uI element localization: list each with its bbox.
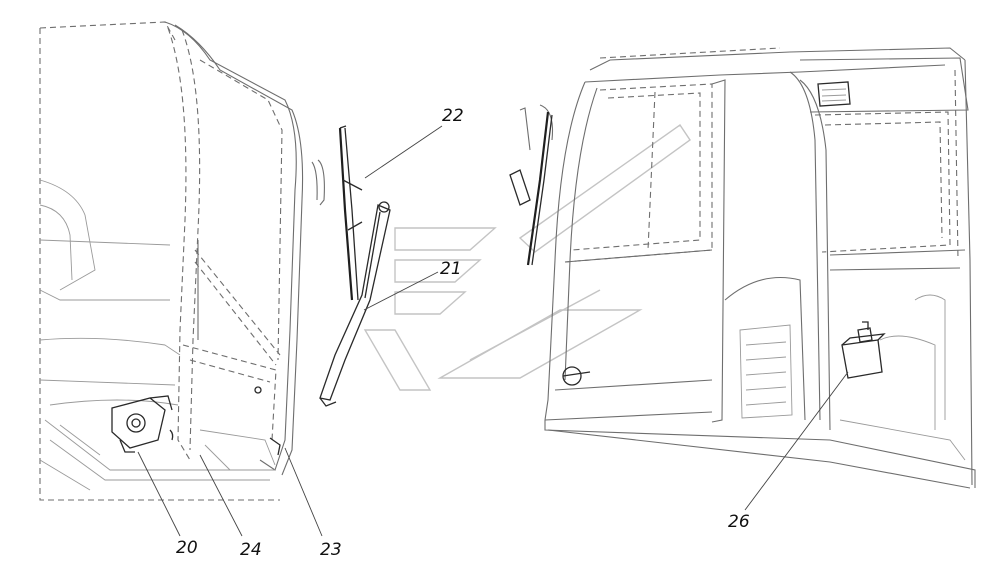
callout-20: 20 [176, 538, 198, 558]
callout-23: 23 [320, 540, 342, 560]
wiper-arm [319, 201, 391, 407]
right-cab [519, 47, 976, 489]
callout-22: 22 [442, 106, 464, 126]
callout-26: 26 [728, 512, 750, 532]
callout-24: 24 [240, 540, 262, 560]
wiper-blade [338, 125, 363, 301]
left-cab [39, 21, 325, 501]
callout-21: 21 [440, 259, 462, 279]
leader-lines [137, 125, 849, 537]
mounted-wiper [509, 111, 553, 266]
wiper-motor [111, 395, 174, 453]
washer-reservoir [841, 321, 886, 379]
fasteners [254, 386, 281, 456]
watermark [363, 124, 691, 391]
